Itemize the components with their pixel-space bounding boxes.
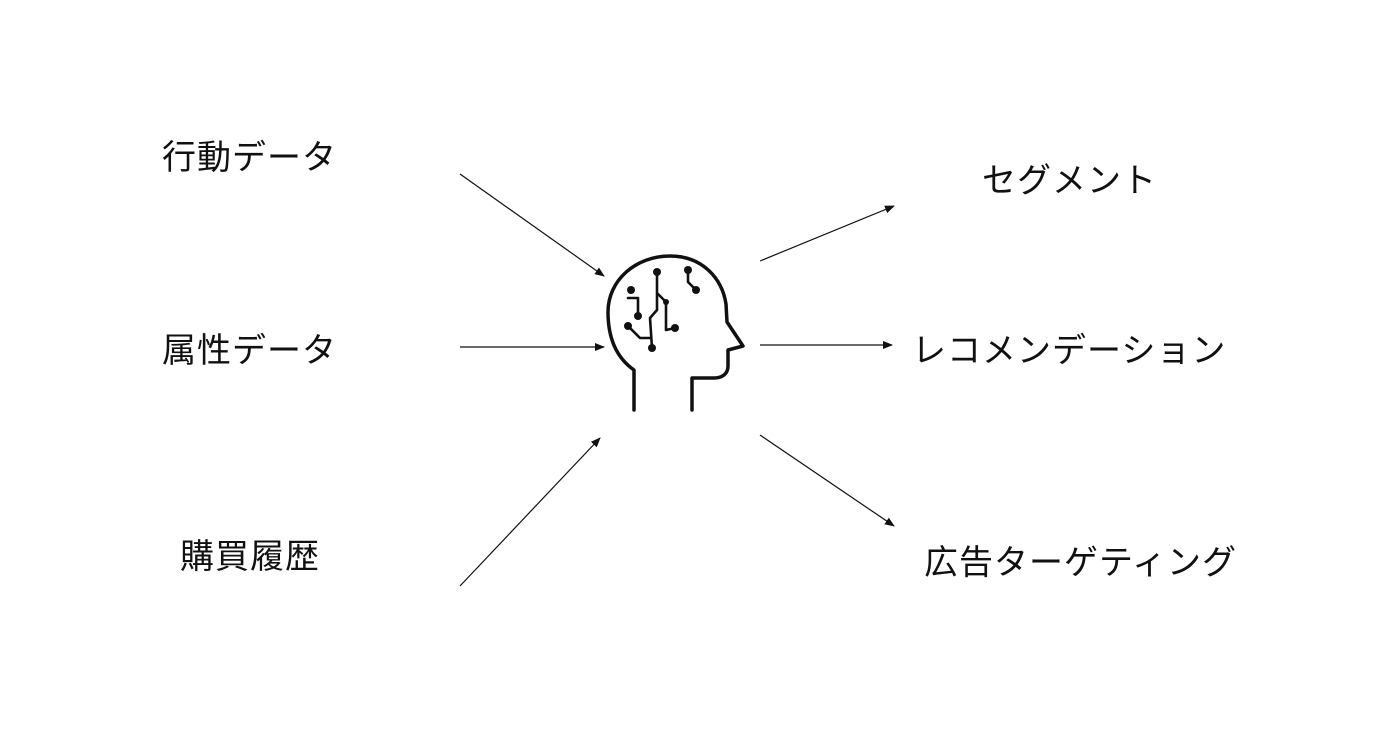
ai-head-icon [606,254,745,412]
head-outline [606,254,745,412]
output-label-segment: セグメント [982,161,1157,201]
arrow-purchase-to-ai [459,437,601,587]
output-label-recommendation: レコメンデーション [912,331,1227,371]
circuit-traces [626,268,698,350]
arrow-behavior-to-ai [459,173,605,277]
arrow-ai-to-segment [759,205,895,262]
input-label-attribute: 属性データ [162,331,337,371]
input-label-purchase: 購買履歴 [180,537,320,577]
output-label-ad-targeting: 広告ターゲティング [924,543,1237,583]
input-label-behavior: 行動データ [162,138,337,178]
circuit-nodes [624,266,700,352]
arrow-ai-to-ad-targeting [759,434,895,527]
